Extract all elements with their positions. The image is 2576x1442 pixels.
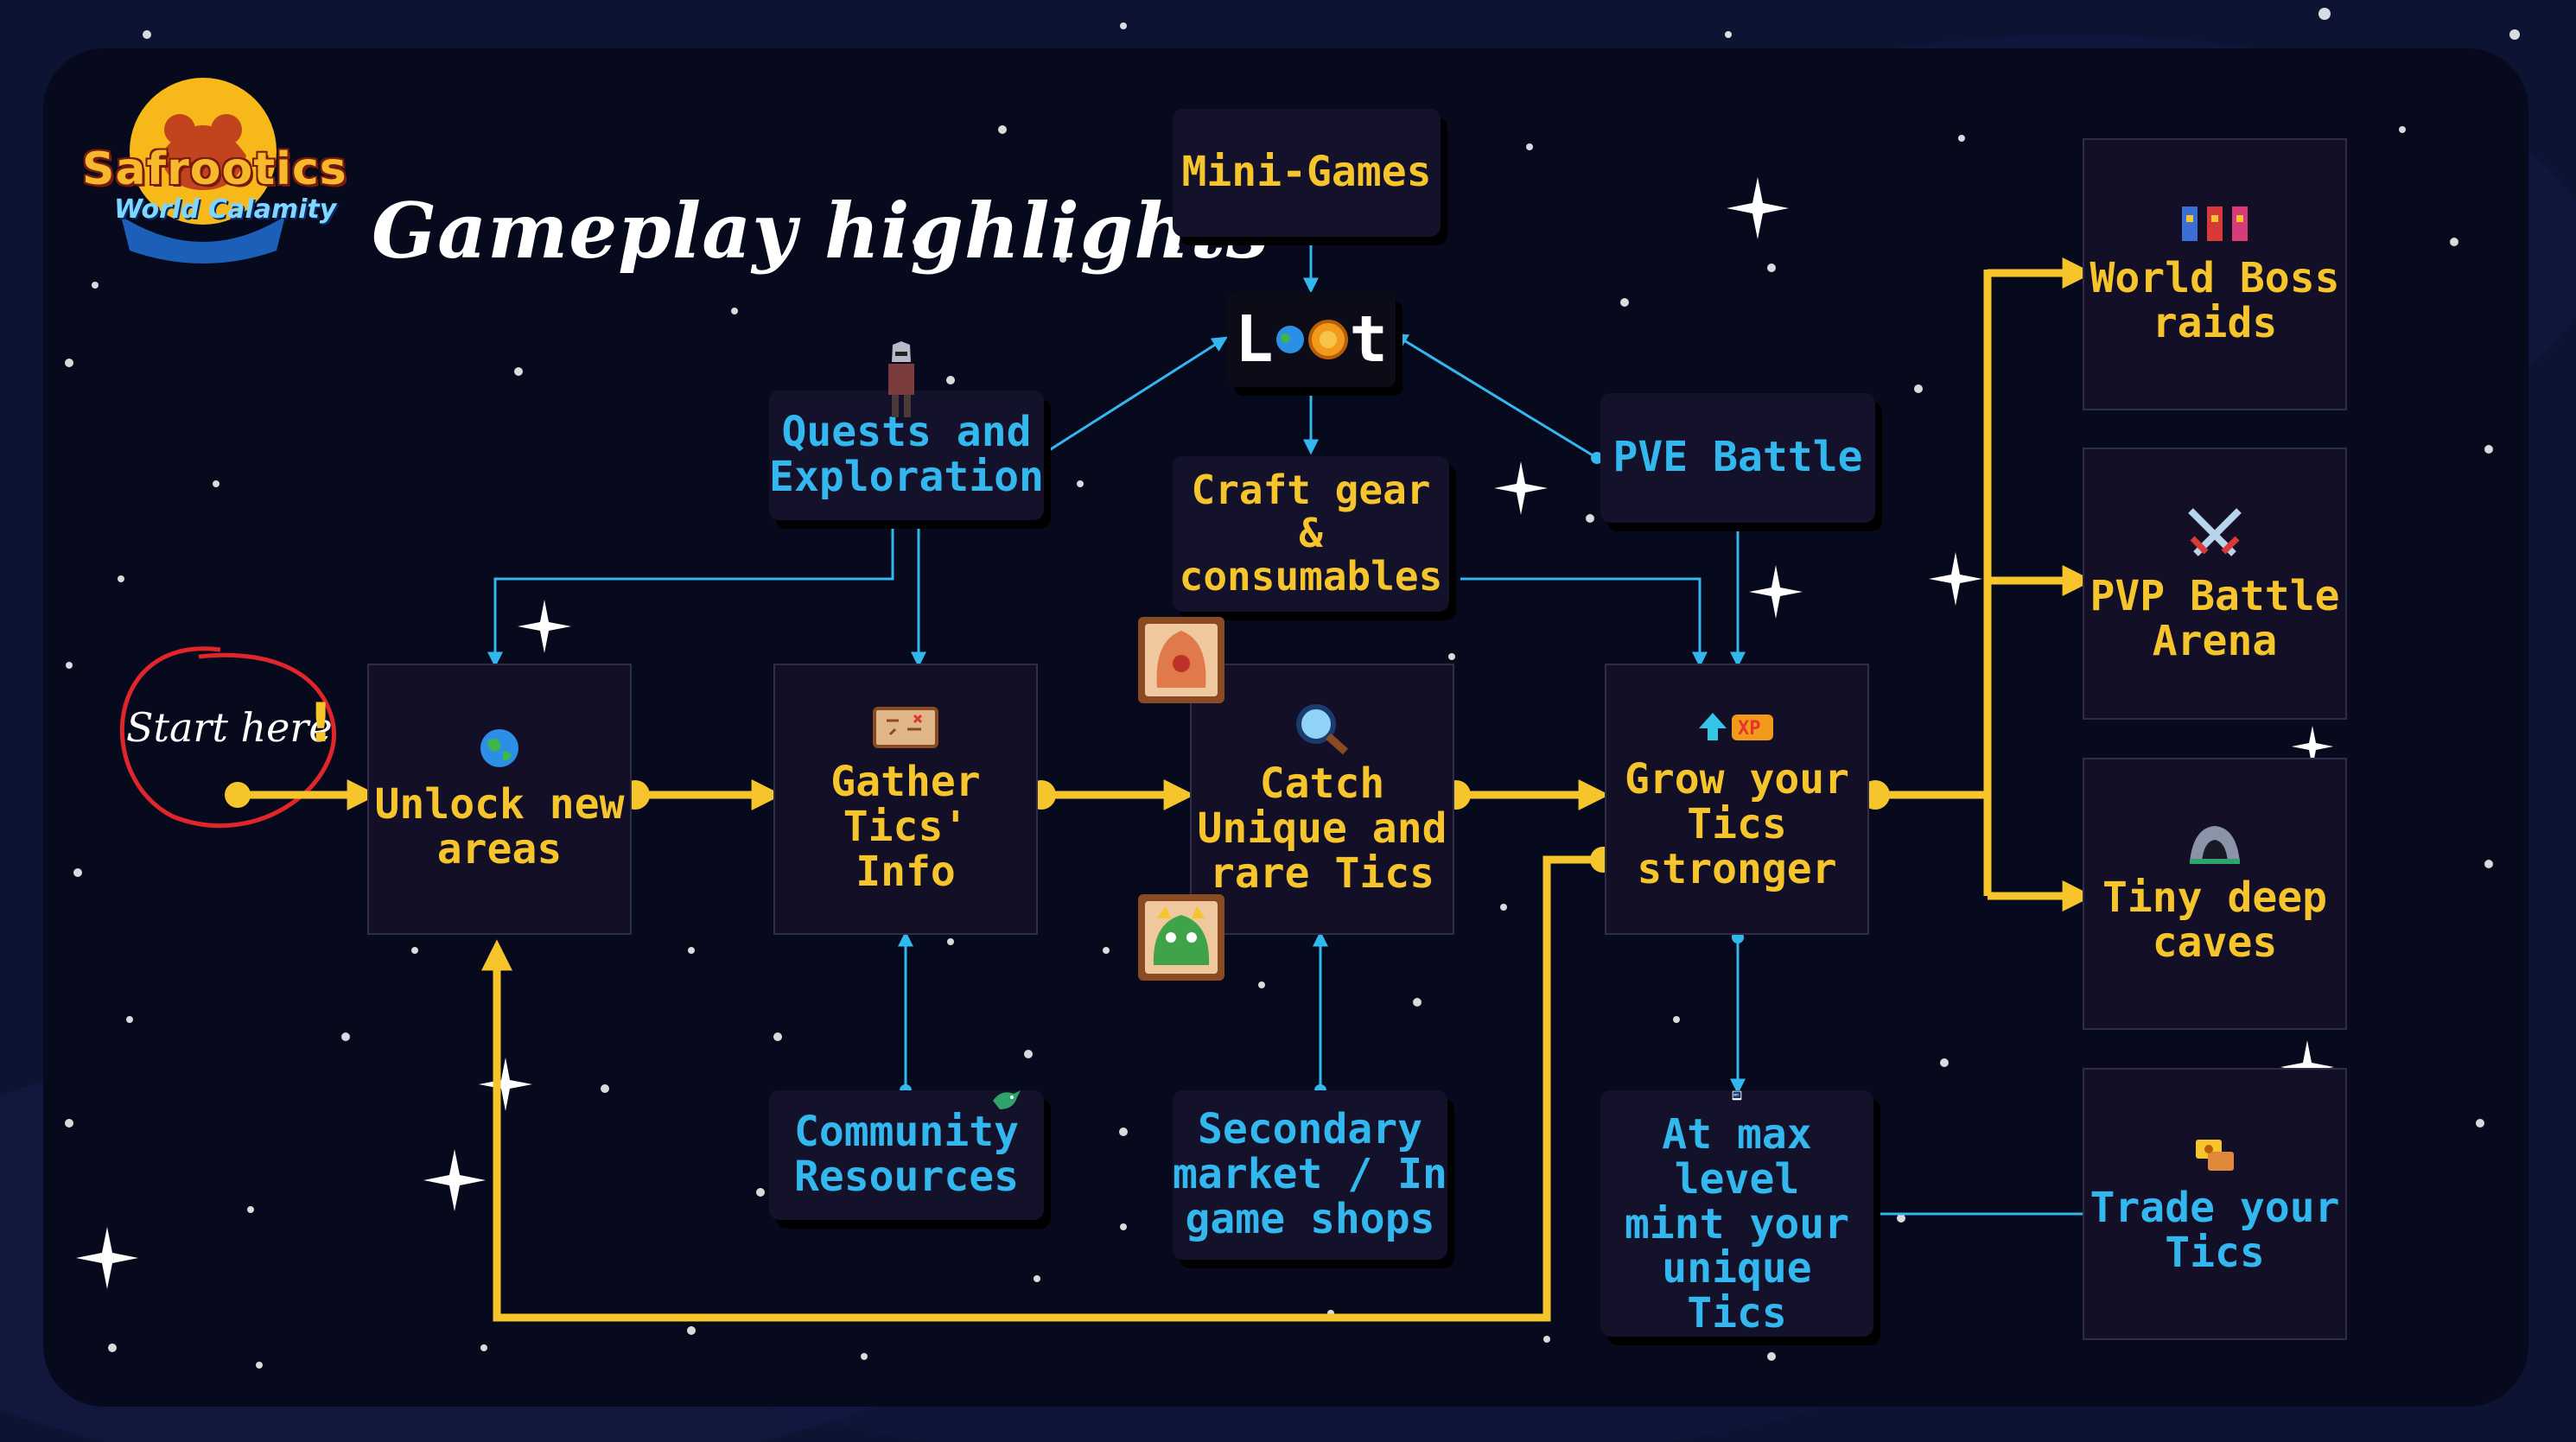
arrow-grow-to-unlock-loop xyxy=(481,855,1603,1322)
arrow-quests-to-unlock xyxy=(487,520,894,668)
node-label-line: Catch xyxy=(1259,759,1385,809)
nft-icon: NFT xyxy=(1732,1090,1742,1101)
node-trade-your-tics: Trade your Tics xyxy=(2083,1068,2347,1340)
node-label-line: Grow your xyxy=(1624,755,1850,804)
node-label-line: Secondary xyxy=(1197,1105,1423,1154)
node-label-line: Mini-Games xyxy=(1181,148,1432,197)
knight-icon xyxy=(888,341,914,417)
start-circle xyxy=(119,646,336,829)
crossed-swords-icon xyxy=(2188,507,2242,556)
node-label-line: Resources xyxy=(793,1153,1020,1201)
node-mint-unique-tics: NFT At max level mint your unique Tics xyxy=(1600,1090,1873,1337)
node-unlock-new-areas: Unlock new areas xyxy=(367,664,632,935)
node-label-line: Tics xyxy=(2165,1228,2265,1277)
node-pvp-battle-arena: PVP Battle Arena xyxy=(2083,448,2347,720)
logo-title: Safrootics xyxy=(82,143,347,195)
globe-icon xyxy=(480,729,518,768)
boss-banners-icon xyxy=(2182,206,2248,241)
node-craft-gear: Craft gear & consumables xyxy=(1173,456,1449,612)
node-label-line: Tiny deep xyxy=(2102,873,2328,922)
logo-emblem xyxy=(121,78,285,264)
coin-icon xyxy=(1307,320,1348,359)
egg-icon xyxy=(1138,617,1224,703)
logo-subtitle: World Calamity xyxy=(114,194,337,225)
node-label-line: Unlock new xyxy=(374,780,625,829)
node-world-boss-raids: World Boss raids xyxy=(2083,138,2347,410)
page-title: Gameplay highlights xyxy=(372,186,1270,276)
node-pve-battle: PVE Battle xyxy=(1600,393,1875,523)
node-tiny-deep-caves: Tiny deep caves xyxy=(2083,758,2347,1030)
arrow-pve-to-loot xyxy=(1392,333,1598,460)
node-label-line: PVE Battle xyxy=(1612,433,1863,482)
node-label-line: Tics stronger xyxy=(1637,800,1837,893)
node-label-line: Craft gear & xyxy=(1191,467,1431,557)
node-label-line: Exploration xyxy=(769,453,1044,501)
svg-text:NFT: NFT xyxy=(1734,1094,1740,1097)
loot-letter-l: L xyxy=(1234,302,1274,377)
node-grow-tics-stronger: XP Grow your Tics stronger xyxy=(1605,664,1869,935)
node-label-line: Gather Tics' xyxy=(830,758,981,852)
node-catch-unique-tics: Catch Unique and rare Tics xyxy=(1190,664,1454,935)
node-label-line: Trade your xyxy=(2089,1183,2340,1232)
node-label-line: raids xyxy=(2152,298,2278,347)
treasure-map-icon xyxy=(873,707,938,749)
cave-icon xyxy=(2190,825,2240,864)
node-label-line: unique Tics xyxy=(1662,1244,1812,1338)
node-label-line: areas xyxy=(436,825,563,873)
node-label-line: consumables xyxy=(1179,552,1443,600)
exclamation-mark: ! xyxy=(308,691,334,754)
trade-icon xyxy=(2196,1139,2234,1171)
node-label-line: Arena xyxy=(2152,616,2278,665)
node-label-line: game shops xyxy=(1185,1194,1435,1243)
bird-icon xyxy=(993,1090,1021,1109)
start-here-label: Start here xyxy=(126,704,333,751)
node-secondary-market: Secondary market / In game shops xyxy=(1173,1090,1447,1260)
svg-text:XP: XP xyxy=(1738,718,1761,740)
node-label-line: Unique and xyxy=(1197,804,1447,854)
magnifier-icon xyxy=(1296,704,1349,755)
node-label-line: At max level xyxy=(1662,1109,1812,1204)
node-mini-games: Mini-Games xyxy=(1173,109,1441,237)
node-label-line: mint your xyxy=(1624,1199,1850,1248)
globe-icon xyxy=(1275,326,1304,353)
node-label-line: rare Tics xyxy=(1209,848,1435,898)
level-up-icon: XP xyxy=(1699,713,1773,741)
node-community-resources: Community Resources xyxy=(769,1090,1044,1220)
node-label-line: market / In xyxy=(1173,1150,1447,1199)
arrow-quests-to-loot xyxy=(1043,336,1228,455)
node-label-line: Community xyxy=(793,1108,1020,1157)
node-label-line: caves xyxy=(2152,918,2278,967)
node-label-line: World Boss xyxy=(2089,253,2340,302)
node-label-line: PVP Battle xyxy=(2089,571,2340,620)
node-label-line: Info xyxy=(855,847,956,896)
dragon-icon xyxy=(1138,894,1224,981)
arrow-craft-to-grow xyxy=(1460,577,1708,668)
loot-letter-t: t xyxy=(1349,302,1389,377)
node-gather-tics-info: Gather Tics' Info xyxy=(773,664,1038,935)
node-loot: L t xyxy=(1227,292,1396,387)
